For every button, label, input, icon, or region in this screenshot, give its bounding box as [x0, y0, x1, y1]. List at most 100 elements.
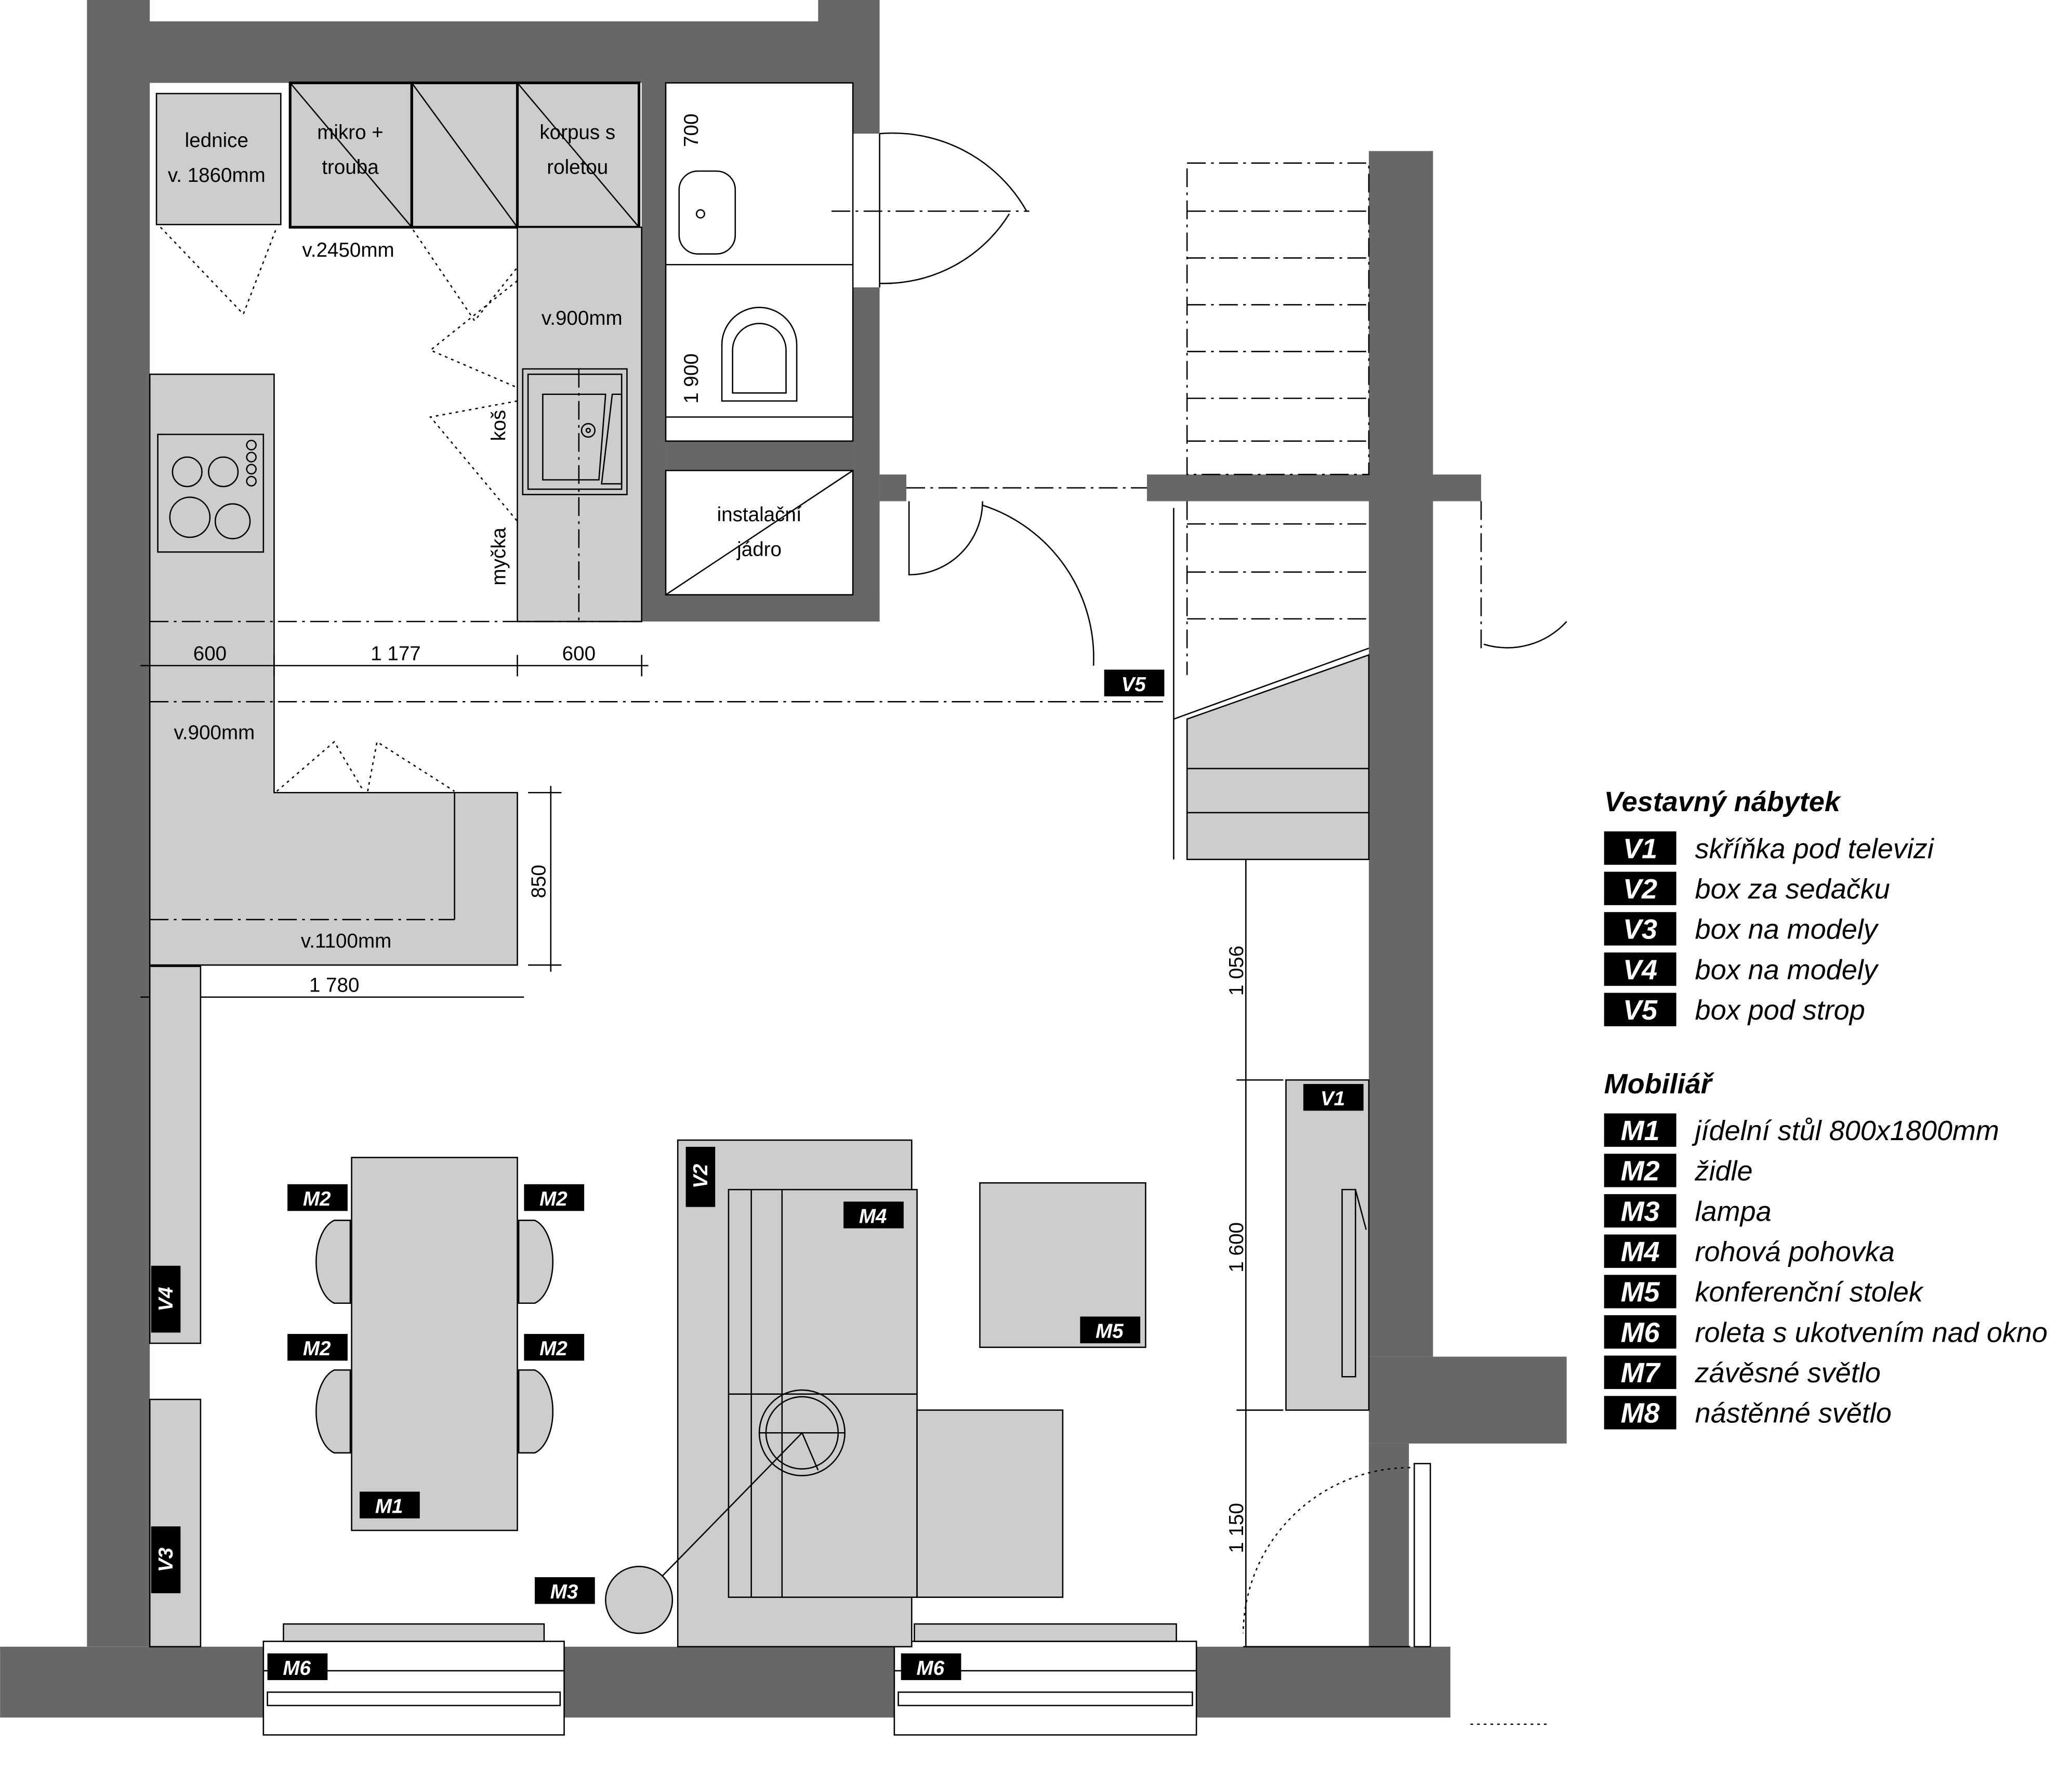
bin-label: koš [487, 410, 510, 441]
balcony-door [1242, 1463, 1551, 1725]
legend-code: M5 [1621, 1277, 1660, 1308]
living-dimensions: 1 056 1 600 1 150 [1225, 859, 1284, 1647]
tag-m2-text: M2 [539, 1338, 568, 1360]
staircase [1173, 162, 1567, 861]
legend-label: rohová pohovka [1695, 1236, 1895, 1267]
dim-1177: 1 177 [371, 643, 421, 665]
tag-m2 [524, 1184, 585, 1211]
kitchen: lednice v. 1860mm mikro + trouba korpus … [149, 81, 1163, 966]
legend-code-box [1604, 1275, 1677, 1309]
legend-label: jídelní stůl 800x1800mm [1692, 1115, 1999, 1146]
tag-v5-text: V5 [1121, 673, 1146, 696]
counter-height-right: v.900mm [542, 307, 623, 329]
box-v3 [149, 1398, 202, 1648]
tag-m3-text: M3 [550, 1581, 578, 1603]
dining-table [351, 1157, 518, 1531]
dim-600-left: 600 [193, 643, 227, 665]
legend-label: lampa [1695, 1196, 1772, 1227]
tag-m2-text: M2 [303, 1188, 331, 1210]
legend-code-box [1604, 912, 1677, 946]
legend-code: V5 [1623, 995, 1658, 1026]
counter-height-left: v.900mm [174, 721, 255, 744]
tag-m4 [843, 1201, 904, 1228]
legend-label: roleta s ukotvením nad okno [1695, 1317, 2048, 1348]
tag-m2 [524, 1333, 585, 1361]
legend-code: M6 [1621, 1317, 1660, 1348]
tag-m3 [534, 1577, 595, 1604]
dim-1600: 1 600 [1225, 1222, 1248, 1273]
dim-700: 700 [680, 114, 703, 147]
legend-furniture-title: Mobiliář [1604, 1068, 1715, 1100]
tv-cabinet [1285, 1079, 1370, 1411]
tag-m2-text: M2 [539, 1188, 568, 1210]
hob [157, 433, 265, 553]
legend-label: box na modely [1695, 954, 1879, 985]
tag-m6 [267, 1653, 328, 1681]
legend-code: V2 [1623, 874, 1657, 905]
legend-code: M4 [1621, 1236, 1660, 1267]
tag-v4-text: V4 [155, 1287, 177, 1311]
living-area [149, 966, 1370, 1648]
legend-code: M1 [1621, 1115, 1660, 1146]
tag-v3 [151, 1526, 181, 1593]
walls [0, 0, 1567, 1718]
sink [522, 368, 628, 495]
tall-cabinet-height: v.2450mm [302, 239, 394, 261]
micro-oven-label: mikro + [317, 121, 384, 143]
legend-label: box za sedačku [1695, 874, 1890, 905]
legend-code-box [1604, 993, 1677, 1026]
legend-label: nástěnné světlo [1695, 1398, 1892, 1429]
tag-v2-text: V2 [690, 1164, 712, 1188]
roller-cabinet-label: korpus s [539, 121, 615, 143]
tag-v5 [1104, 669, 1165, 697]
tag-v1 [1303, 1083, 1364, 1111]
legend-code: V3 [1623, 914, 1657, 945]
tag-m5-text: M5 [1096, 1320, 1124, 1343]
tag-v1-text: V1 [1321, 1088, 1345, 1110]
chairs [315, 1220, 554, 1454]
dim-1056: 1 056 [1225, 946, 1248, 996]
legend-code-box [1604, 952, 1677, 986]
roller-cabinet-label-2: roletou [547, 156, 608, 178]
tag-m6-text: M6 [283, 1657, 311, 1680]
legend-code: M3 [1621, 1196, 1660, 1227]
tag-v2 [685, 1146, 716, 1207]
tag-m4-text: M4 [859, 1205, 887, 1227]
tag-v3-text: V3 [155, 1547, 177, 1572]
legend-code-box [1604, 831, 1677, 865]
micro-oven-label-2: trouba [322, 156, 379, 178]
legend-code: M2 [1621, 1156, 1660, 1187]
dim-850: 850 [528, 865, 550, 898]
fridge-label: lednice [185, 129, 248, 152]
window-left [262, 1623, 565, 1736]
tag-m1-text: M1 [375, 1496, 403, 1518]
tag-m2 [287, 1184, 348, 1211]
dim-1150: 1 150 [1225, 1503, 1248, 1553]
installation-core-label: instalační [717, 504, 802, 526]
legend-built-in-title: Vestavný nábytek [1604, 786, 1842, 817]
bathroom: 700 1 900 instalační jádro [665, 82, 1147, 666]
legend-code-box [1604, 871, 1677, 905]
window-right [893, 1623, 1197, 1736]
legend-code: M7 [1621, 1357, 1661, 1389]
installation-core-label-2: jádro [736, 538, 782, 561]
legend-label: konferenční stolek [1695, 1277, 1924, 1308]
tag-m2 [287, 1333, 348, 1361]
legend-label: skříňka pod televizi [1695, 833, 1935, 864]
dishwasher-label: myčka [487, 527, 510, 586]
legend-code-box [1604, 1234, 1677, 1268]
legend-code-box [1604, 1154, 1677, 1187]
legend-label: závěsné světlo [1695, 1357, 1881, 1389]
tag-m6 [901, 1653, 961, 1681]
floor-lamp [605, 1566, 674, 1634]
legend-code-box [1604, 1113, 1677, 1147]
legend-code: V4 [1623, 954, 1657, 985]
dim-1900: 1 900 [680, 353, 703, 404]
tag-m1 [360, 1491, 420, 1518]
bar-height-label: v.1100mm [301, 930, 391, 953]
dim-600-right: 600 [562, 643, 596, 665]
fridge-height-label: v. 1860mm [168, 164, 266, 187]
legend-label: box pod strop [1695, 995, 1865, 1026]
legend-label: židle [1695, 1156, 1753, 1187]
legend-code-box [1604, 1396, 1677, 1430]
